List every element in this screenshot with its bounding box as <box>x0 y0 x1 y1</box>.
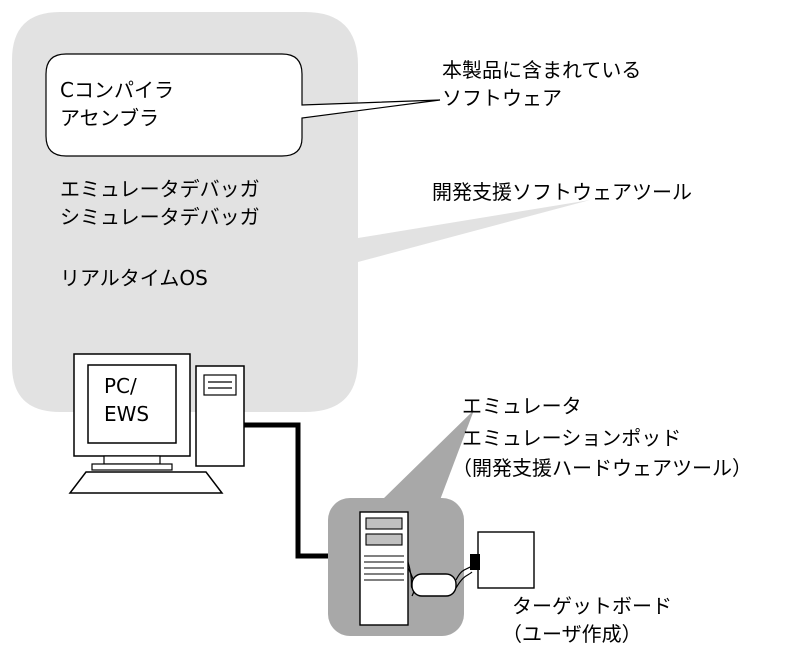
bubble-line-assembler: アセンブラ <box>60 106 159 130</box>
pc-screen-line2: EWS <box>104 402 150 426</box>
dev-support-hardware-label: （開発支援ハードウェアツール） <box>452 456 752 480</box>
dev-support-software-label: 開発支援ソフトウェアツール <box>432 180 692 204</box>
emulator-debugger-label: エミュレータデバッガ <box>60 177 260 201</box>
pc-computer-icon <box>68 353 245 494</box>
bubble-line-c-compiler: Cコンパイラ <box>60 78 174 102</box>
emulation-pod-icon <box>407 561 473 597</box>
emulator-unit-icon <box>359 511 409 626</box>
compiler-bubble <box>45 53 441 157</box>
included-software-line1: 本製品に含まれている <box>442 58 642 82</box>
emulator-label: エミュレータ <box>462 394 582 418</box>
emulation-pod-label: エミュレーションポッド <box>462 426 682 450</box>
emulator-callout-pointer <box>382 410 474 500</box>
target-board-label: ターゲットボード <box>512 594 672 618</box>
rtos-label: リアルタイムOS <box>60 266 208 290</box>
user-created-label: （ユーザ作成） <box>502 622 642 646</box>
included-software-line2: ソフトウェア <box>442 86 562 110</box>
pc-screen-line1: PC/ <box>104 374 137 398</box>
simulator-debugger-label: シミュレータデバッガ <box>60 205 260 229</box>
target-board-icon <box>470 531 535 589</box>
